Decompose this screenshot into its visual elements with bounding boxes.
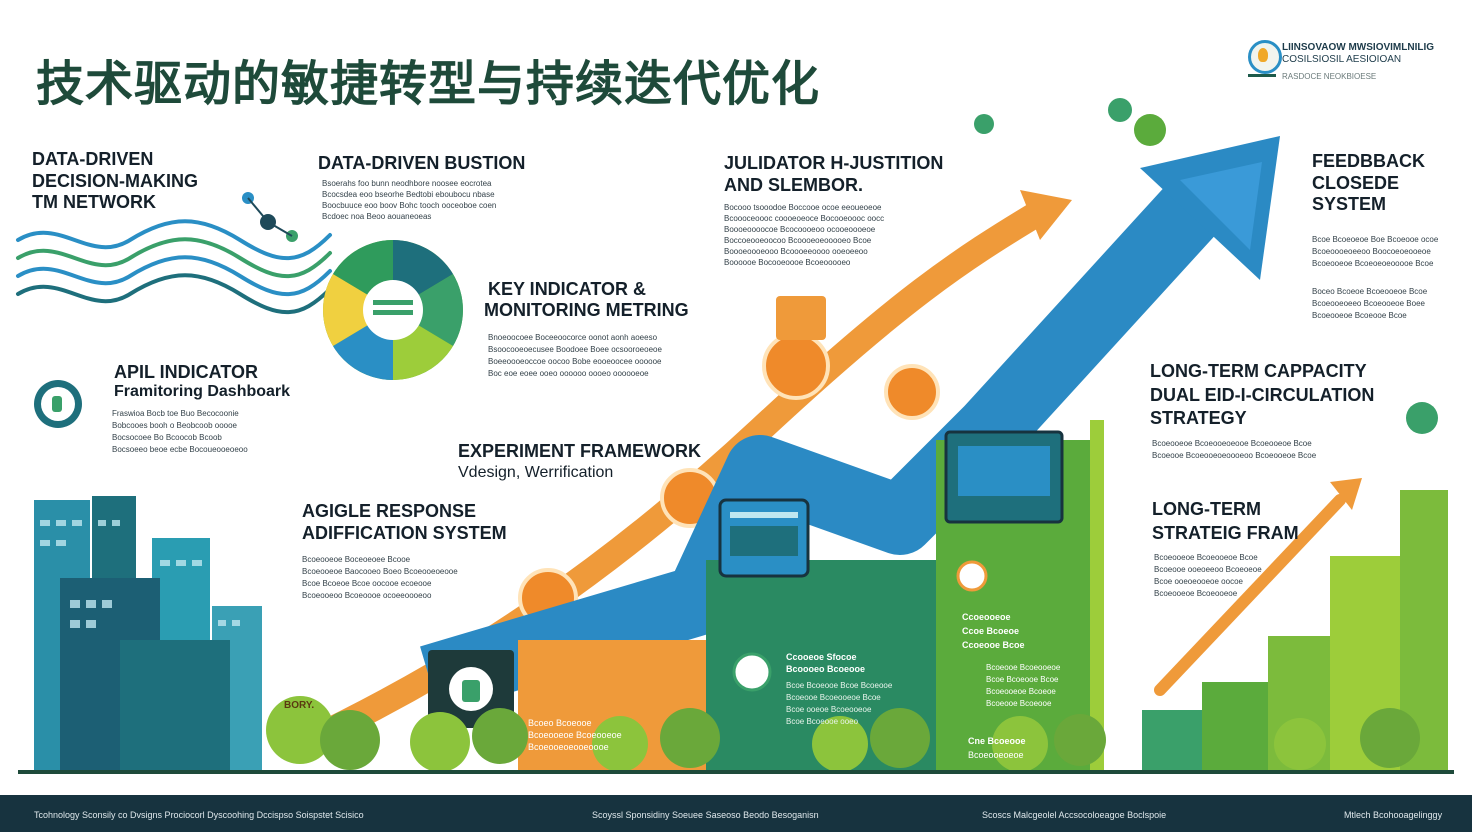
strategic-body-4: Bcoeooeoe Bcoeooeoe — [1154, 589, 1238, 598]
network-node-cluster — [242, 192, 298, 242]
validator-heading-1: JULIDATOR H-JUSTITION — [724, 153, 944, 173]
feedback-heading-3: SYSTEM — [1312, 194, 1387, 214]
validator-heading-2: AND SLEMBOR. — [724, 175, 863, 195]
validator-body-3: Boooeoooocoe Bcocoooeoo ocooeoooeoe — [724, 225, 876, 234]
feedback-body-2: Bcoeoooeoeeoo Boocoeoeooeoe — [1312, 247, 1431, 256]
api-indicator-body-2: Bobcooes booh o Beobcoob ooooe — [112, 421, 237, 430]
feedback-body-5: Bcoeooeoeeo Bcoeooeoe Boee — [1312, 299, 1425, 308]
green-block-body-1: Bcoeooe Bcoeooeoe — [986, 663, 1061, 672]
api-indicator-subheading: Framitoring Dashboark — [114, 383, 291, 400]
agile-body-4: Bcoeooeoo Bcoeoooe ocoeeoooeoo — [302, 591, 432, 600]
decision-making-heading-2: DECISION-MAKING — [32, 171, 198, 191]
left-buildings — [34, 496, 262, 770]
validator-body-5: Boooeoooeooo Bcoooeeoooo ooeoeeoo — [724, 247, 868, 256]
logo-line-2: COSILSIOSIL AESIOIOAN — [1282, 54, 1402, 65]
footer-item-1: Tcohnology Sconsily co Dvsigns Prociocor… — [34, 810, 364, 820]
bustion-body-1: Bsoerahs foo bunn neodhbore noosee eocro… — [322, 179, 492, 188]
logo-line-3: RASDOCE NEOKBIOESE — [1282, 72, 1377, 81]
footer-item-3: Scoscs Malcgeolel Accsocoloeagoe Boclspo… — [982, 810, 1167, 820]
blue-growth-arrow — [420, 136, 1280, 714]
green-block-body-3: Bcoeooeoe Bcoeoe — [986, 687, 1056, 696]
strategic-body-1: Bcoeooeoe Bcoeooeoe Bcoe — [1154, 553, 1258, 562]
green-block-line-1: Ccoeooeoe — [962, 612, 1011, 622]
center-columns — [428, 420, 1104, 770]
api-indicator-body-3: Bocsocoee Bo Bcoocob Bcoob — [112, 433, 222, 442]
api-indicator-heading: APIL INDICATOR — [114, 362, 259, 382]
api-indicator-body-4: Bocsoeeo beoe ecbe Bocoueooeoeoo — [112, 445, 248, 454]
green-block-body-4: Bcoeooe Bcoeooe — [986, 699, 1052, 708]
footer-bar: Tcohnology Sconsily co Dvsigns Prociocor… — [0, 795, 1472, 832]
capacity-heading-1: LONG-TERM CAPPACITY — [1150, 361, 1367, 381]
center-block-line-2: Bcoooeo Bcoeooe — [786, 664, 866, 674]
orange-block-line-2: Bcoeooeoe Bcoeooeoe — [528, 730, 622, 740]
ground-line — [18, 770, 1454, 774]
agile-body-3: Bcoe Bcoeoe Bcoe oocooe ecoeooe — [302, 579, 432, 588]
agile-body-2: Bcoeooeoe Baocooeo Boeo Bcoeooeoeooe — [302, 567, 458, 576]
green-block-body-2: Bcoe Bcoeooe Bcoe — [986, 675, 1059, 684]
key-indicator-body-1: Bnoeoocoee Boceeoocorce oonot aonh aoees… — [488, 333, 658, 342]
validator-body-4: Boccoeooeoocoo Bcoooeoeooooeo Bcoe — [724, 236, 872, 245]
key-indicator-body-4: Boc eoe eoee ooeo oooooo oooeo oooooeoe — [488, 369, 649, 378]
data-waves — [16, 219, 332, 315]
key-indicator-heading-2: MONITORING METRING — [484, 300, 689, 320]
center-block-body-2: Bcoeooe Bcoeooeoe Bcoe — [786, 693, 881, 702]
validator-body-6: Boooooe Bocooeoooe Bcoeooooeo — [724, 258, 851, 267]
feedback-body-3: Bcoeooeoe Bcoeoeoeooooe Bcoe — [1312, 259, 1434, 268]
center-block-body-4: Bcoe Bcoeooe ooeo — [786, 717, 859, 726]
bustion-body-2: Bcocsdea eoo bseorhe Bedtobi eboubocu nb… — [322, 190, 495, 199]
feedback-body-4: Boceo Bcoeoe Bcoeooeoe Bcoe — [1312, 287, 1428, 296]
center-block-body-1: Bcoe Bcoeooe Bcoe Bcoeooe — [786, 681, 893, 690]
agile-heading-2: ADIFFICATION SYSTEM — [302, 523, 507, 543]
strategic-heading-2: STRATEIG FRAM — [1152, 523, 1299, 543]
center-block-line-1: Ccooeoe Sfocoe — [786, 652, 857, 662]
green-block-line-2: Ccoe Bcoeoe — [962, 626, 1020, 636]
agile-body-1: Bcoeooeoe Boceoeoee Bcooe — [302, 555, 411, 564]
capacity-heading-2: DUAL EID-I-CIRCULATION — [1150, 385, 1375, 405]
experiment-heading: EXPERIMENT FRAMEWORK — [458, 441, 701, 461]
capacity-heading-3: STRATEGY — [1150, 408, 1247, 428]
foreground-bushes — [266, 98, 1438, 772]
footer-item-4: Mtlech Bcohooagelinggy — [1344, 810, 1443, 820]
key-indicator-body-2: Bsoocooeoecusee Boodoee Boee ocsooroeoeo… — [488, 345, 662, 354]
orange-block-line-1: Bcoeo Bcoeooe — [528, 718, 592, 728]
dashboard-badge — [34, 380, 82, 428]
validator-body-2: Bcoooceoooc coooeoeoce Bocooeoooc oocc — [724, 214, 885, 223]
decision-making-heading-1: DATA-DRIVEN — [32, 149, 154, 169]
api-indicator-body-1: Fraswioa Bocb toe Buo Becocoonie — [112, 409, 239, 418]
validator-body-1: Bocooo tsooodoe Boccooe ocoe eeoueoeoe — [724, 203, 882, 212]
capacity-body-2: Bcoeooe Bcoeooeoeoooeoo Bcoeooeoe Bcoe — [1152, 451, 1317, 460]
key-indicator-body-3: Boeeoooeoccoe oocoo Bobe eooeoocee ooooo… — [488, 357, 662, 366]
capacity-body-1: Bcoeooeoe Bcoeooeoeooe Bcoeooeoe Bcoe — [1152, 439, 1312, 448]
feedback-body-6: Bcoeooeoe Bcoeooe Bcoe — [1312, 311, 1407, 320]
page-title: 技术驱动的敏捷转型与持续迭代优化 — [36, 56, 821, 112]
strategic-body-3: Bcoe ooeoeooeoe oocoe — [1154, 577, 1243, 586]
logo-bar — [1248, 74, 1276, 77]
bustion-heading: DATA-DRIVEN BUSTION — [318, 153, 526, 173]
feedback-heading-1: FEEDBBACK — [1312, 151, 1426, 171]
feedback-heading-2: CLOSEDE — [1312, 173, 1400, 193]
key-indicator-heading-1: KEY INDICATOR & — [488, 279, 647, 299]
green-block-line-3: Ccoeooe Bcoe — [962, 640, 1025, 650]
left-bottom-label: BORY. — [284, 700, 315, 711]
experiment-subheading: Vdesign, Werrification — [458, 464, 614, 481]
center-block-body-3: Bcoe ooeoe Bcoeooeoe — [786, 705, 872, 714]
green-block-footer-1: Cne Bcoeooe — [968, 736, 1026, 746]
brand-logo: LIINSOVAOW MWSIOVIMLNILIG COSILSIOSIL AE… — [1248, 38, 1448, 88]
orange-block-line-3: Bcoeooeoeooeoooe — [528, 742, 609, 752]
indicator-donut — [323, 240, 463, 380]
bustion-body-3: Boocbuuce eoo boov Bohc tooch ooceoboe c… — [322, 201, 497, 210]
logo-icon — [1248, 40, 1282, 74]
strategic-body-2: Bcoeooe ooeoeeoo Bcoeoeoe — [1154, 565, 1262, 574]
strategic-heading-1: LONG-TERM — [1152, 499, 1261, 519]
green-block-footer-2: Bcoeooeoeoe — [968, 750, 1024, 760]
feedback-body-1: Bcoe Bcoeoeoe Boe Bcoeooe ocoe — [1312, 235, 1439, 244]
bustion-body-4: Bcdoec noa Beoo aouaneoeas — [322, 212, 432, 221]
footer-item-2: Scoyssl Sponsidiny Soeuee Saseoso Beodo … — [592, 810, 819, 820]
decision-making-heading-3: TM NETWORK — [32, 192, 156, 212]
logo-line-1: LIINSOVAOW MWSIOVIMLNILIG — [1282, 42, 1435, 53]
agile-heading-1: AGIGLE RESPONSE — [302, 501, 477, 521]
